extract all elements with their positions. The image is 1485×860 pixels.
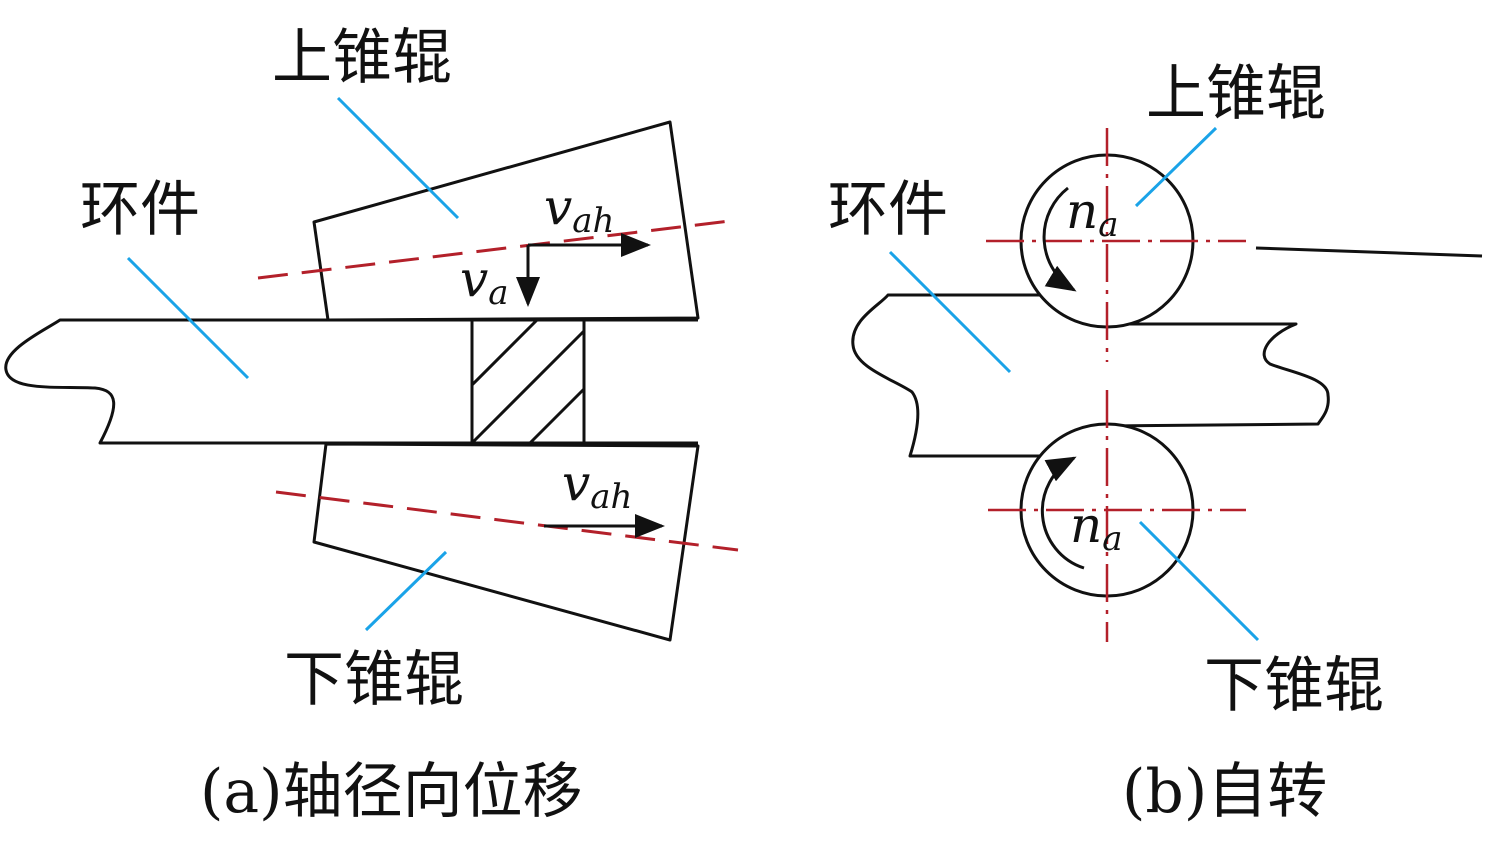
panel-a-axial-radial-displacement: vah va vah 上锥辊 环件 下锥辊 (a)轴径向位移: [4, 23, 739, 827]
deformation-zone: [470, 318, 586, 445]
ring-label-a: 环件: [80, 175, 200, 245]
upper-roll-axis-a: [257, 218, 739, 280]
upper-roll-leader-b: [1134, 126, 1218, 208]
ring-blank-a: [4, 318, 474, 445]
v-ah-lower-label: vah: [562, 454, 632, 517]
lower-cone-roll-a: [312, 442, 700, 642]
v-ah-upper-label: vah: [544, 178, 614, 241]
caption-a: (a)轴径向位移: [200, 757, 583, 827]
n-a-upper-rotation-arrow: [1042, 186, 1077, 292]
n-a-lower-rotation-arrow: [1040, 456, 1085, 570]
lower-roll-leader-b: [1138, 520, 1260, 642]
caption-b: (b)自转: [1122, 757, 1327, 827]
ring-leader-b: [888, 250, 1012, 374]
upper-cone-roll-a: [312, 120, 700, 322]
upper-roll-label-a: 上锥辊: [272, 23, 452, 93]
n-a-lower-label: na: [1070, 496, 1122, 559]
lower-roll-label-b: 下锥辊: [1204, 651, 1384, 721]
ring-leader-a: [126, 256, 250, 380]
upper-roll-label-b: 上锥辊: [1146, 59, 1326, 129]
v-a-label: va: [460, 250, 509, 313]
lower-roll-label-a: 下锥辊: [284, 645, 464, 715]
panel-b-self-rotation: na na 上锥辊 环件 下锥辊 (b)自转: [828, 59, 1483, 827]
n-a-upper-label: na: [1066, 182, 1118, 245]
upper-roll-leader-a: [336, 96, 460, 220]
ring-label-b: 环件: [828, 175, 948, 245]
lower-roll-leader-a: [364, 550, 448, 632]
lower-roll-axis-a: [275, 490, 739, 552]
